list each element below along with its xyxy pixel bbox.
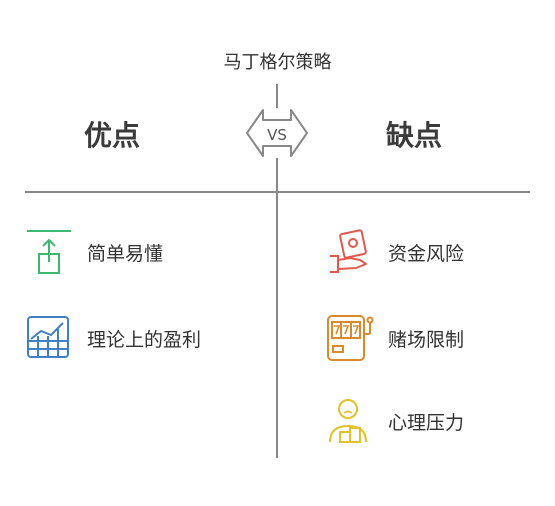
cons-heading: 缺点 bbox=[386, 119, 443, 152]
arrow-up-icon bbox=[27, 230, 71, 274]
cons-item-label: 赌场限制 bbox=[388, 329, 465, 351]
cons-item-label: 资金风险 bbox=[388, 243, 465, 265]
chart-table-icon bbox=[27, 316, 69, 358]
stressed-person-icon bbox=[329, 399, 367, 443]
cons-item-label: 心理压力 bbox=[388, 412, 465, 434]
slot-machine-icon bbox=[327, 315, 374, 361]
diagram-title: 马丁格尔策略 bbox=[223, 52, 332, 73]
vs-double-arrow bbox=[246, 109, 308, 157]
pros-item-label: 简单易懂 bbox=[87, 243, 164, 265]
vs-label: VS bbox=[267, 126, 287, 144]
pros-item-label: 理论上的盈利 bbox=[87, 329, 202, 351]
money-hand-icon bbox=[330, 229, 367, 273]
pros-heading: 优点 bbox=[84, 119, 141, 152]
